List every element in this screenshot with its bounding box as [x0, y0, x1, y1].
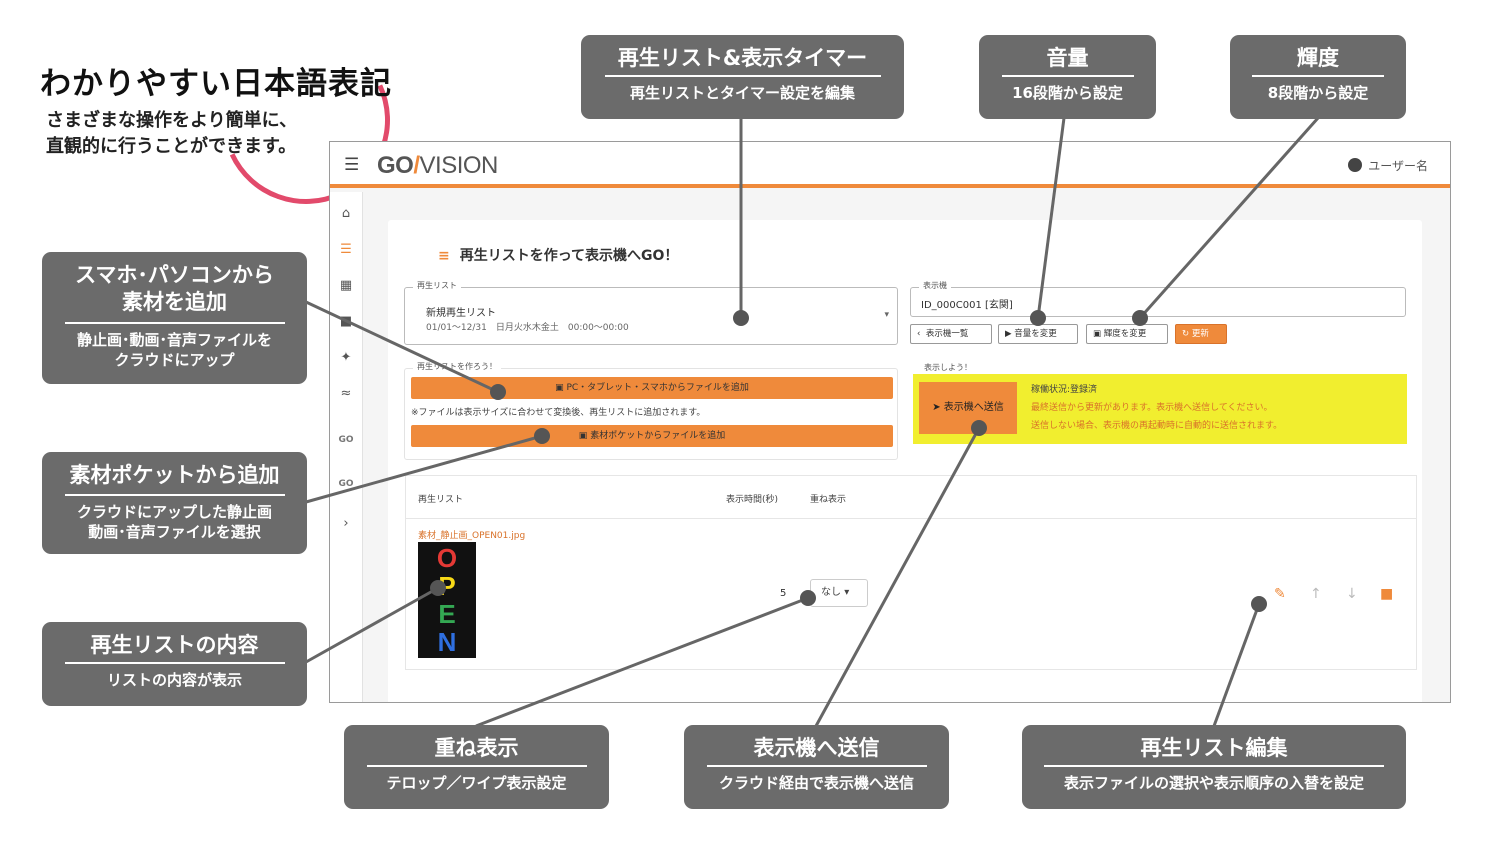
connector-dot [733, 310, 749, 326]
pocket-file-button[interactable]: ▣ 素材ポケットからファイルを追加 [411, 425, 893, 447]
connector-dot [800, 590, 816, 606]
sitemap-icon[interactable]: ▦ [339, 278, 353, 293]
top-bar: ☰ GO/VISION ユーザー名 [330, 142, 1450, 188]
logo: GO/VISION [377, 152, 498, 179]
send-to-display-button[interactable]: ➤ 表示機へ送信 [919, 382, 1017, 434]
callout-playlist-timer: 再生リスト&表示タイマー 再生リストとタイマー設定を編集 [581, 35, 904, 119]
warning-line-2: 送信しない場合、表示機の再起動時に自動的に送信されます。 [1031, 421, 1283, 431]
upload-note: ※ファイルは表示サイズに合わせて変換後、再生リストに追加されます。 [411, 408, 706, 418]
sidebar: ⌂ ☰ ▦ ■ ✦ ≈ GO GO › [330, 192, 363, 702]
user-avatar-icon [1348, 158, 1363, 172]
twitter-icon[interactable]: ✦ [340, 350, 352, 365]
connector-dot [534, 428, 550, 444]
callout-overlay: 重ね表示 テロップ／ワイプ表示設定 [344, 725, 609, 809]
connector-dot [490, 384, 506, 400]
send-icon: ➤ [932, 402, 941, 413]
delete-icon[interactable]: ■ [1380, 586, 1394, 602]
callout-add-material: スマホ･パソコンから 素材を追加 静止画･動画･音声ファイルを クラウドにアップ [42, 252, 307, 384]
go-logo-icon[interactable]: GO [338, 435, 354, 445]
show-legend: 表示しよう！ [920, 362, 976, 373]
playlist-schedule: 01/01～12/31 日月火水木金土 00:00～00:00 [426, 323, 629, 333]
callout-volume: 音量 16段階から設定 [979, 35, 1156, 119]
playlist-table: 再生リスト 表示時間(秒) 重ね表示 素材_静止画_OPEN01.jpg O P… [405, 475, 1417, 670]
brightness-icon: ▣ [1093, 329, 1102, 339]
duration-value: 5 [780, 588, 787, 599]
add-box-icon: ▣ [578, 431, 588, 441]
display-legend: 表示機 [919, 280, 951, 291]
connector-dot [430, 580, 446, 596]
callout-brightness: 輝度 8段階から設定 [1230, 35, 1406, 119]
dropdown-arrow-icon: ▾ [844, 587, 850, 598]
column-header-time: 表示時間(秒) [726, 495, 779, 505]
home-icon[interactable]: ⌂ [341, 206, 351, 221]
go-logo-icon-2[interactable]: GO [338, 479, 354, 489]
thumb-letter-e: E [438, 599, 456, 629]
display-list-button[interactable]: ‹ 表示機一覧 [910, 324, 992, 344]
refresh-button[interactable]: ↻ 更新 [1175, 324, 1227, 344]
overlay-select[interactable]: なし ▾ [810, 579, 868, 607]
connector-dot [1251, 596, 1267, 612]
warning-line-1: 最終送信から更新があります。表示機へ送信してください。 [1031, 403, 1273, 413]
callout-content: 再生リストの内容 リストの内容が表示 [42, 622, 307, 706]
refresh-icon: ↻ [1182, 329, 1190, 339]
folder-icon[interactable]: ■ [339, 314, 353, 329]
connector-dot [1030, 310, 1046, 326]
connector-dot [971, 420, 987, 436]
playlist-legend: 再生リスト [413, 280, 461, 291]
create-legend: 再生リストを作ろう！ [413, 361, 501, 372]
playlist-icon[interactable]: ☰ [340, 242, 352, 257]
headline-line-2: 直観的に行うことができます。 [46, 136, 297, 157]
playlist-select[interactable]: 再生リスト 新規再生リスト 01/01～12/31 日月火水木金土 00:00～… [404, 280, 898, 345]
headline-line-1: さまざまな操作をより簡単に、 [46, 110, 298, 131]
thumb-letter-n: N [437, 627, 457, 657]
arrow-down-icon[interactable]: ↓ [1346, 586, 1358, 602]
volume-button[interactable]: ▶ 音量を変更 [998, 324, 1078, 344]
display-select[interactable]: 表示機 ID_000C001 [玄関] [910, 280, 1406, 317]
hamburger-menu-icon[interactable]: ☰ [344, 155, 360, 175]
column-header-list: 再生リスト [418, 495, 464, 505]
speaker-icon: ▶ [1005, 329, 1012, 339]
header-divider [406, 518, 1416, 519]
connector-dot [1132, 310, 1148, 326]
edit-icon[interactable]: ✎ [1274, 586, 1286, 602]
send-area: ➤ 表示機へ送信 稼働状況:登録済 最終送信から更新があります。表示機へ送信して… [913, 374, 1407, 444]
callout-send: 表示機へ送信 クラウド経由で表示機へ送信 [684, 725, 949, 809]
arrow-up-icon[interactable]: ↑ [1310, 586, 1322, 602]
upload-icon: ▣ [555, 383, 564, 393]
rss-icon[interactable]: ≈ [340, 386, 352, 401]
playlist-name: 新規再生リスト [426, 308, 496, 319]
chevron-right-icon[interactable]: › [343, 516, 349, 531]
callout-edit: 再生リスト編集 表示ファイルの選択や表示順序の入替を設定 [1022, 725, 1406, 809]
thumb-letter-p: P [438, 571, 456, 601]
list-icon: ≡ [438, 248, 450, 264]
status-text: 稼働状況:登録済 [1031, 385, 1098, 395]
column-header-overlay: 重ね表示 [810, 495, 847, 505]
display-value: ID_000C001 [玄関] [921, 300, 1013, 311]
user-menu[interactable]: ユーザー名 [1348, 157, 1428, 174]
file-thumbnail: O P E N [418, 542, 476, 658]
brightness-button[interactable]: ▣ 輝度を変更 [1086, 324, 1168, 344]
thumb-letter-o: O [436, 543, 458, 573]
file-name[interactable]: 素材_静止画_OPEN01.jpg [418, 531, 526, 541]
chevron-left-icon: ‹ [917, 329, 921, 339]
dropdown-arrow-icon: ▾ [884, 310, 889, 320]
callout-pocket: 素材ポケットから追加 クラウドにアップした静止画 動画･音声ファイルを選択 [42, 452, 307, 554]
headline-title: わかりやすい日本語表記 [40, 66, 392, 102]
panel-title: ≡再生リストを作って表示機へGO！ [438, 248, 679, 264]
upload-file-button[interactable]: ▣ PC・タブレット・スマホからファイルを追加 [411, 377, 893, 399]
